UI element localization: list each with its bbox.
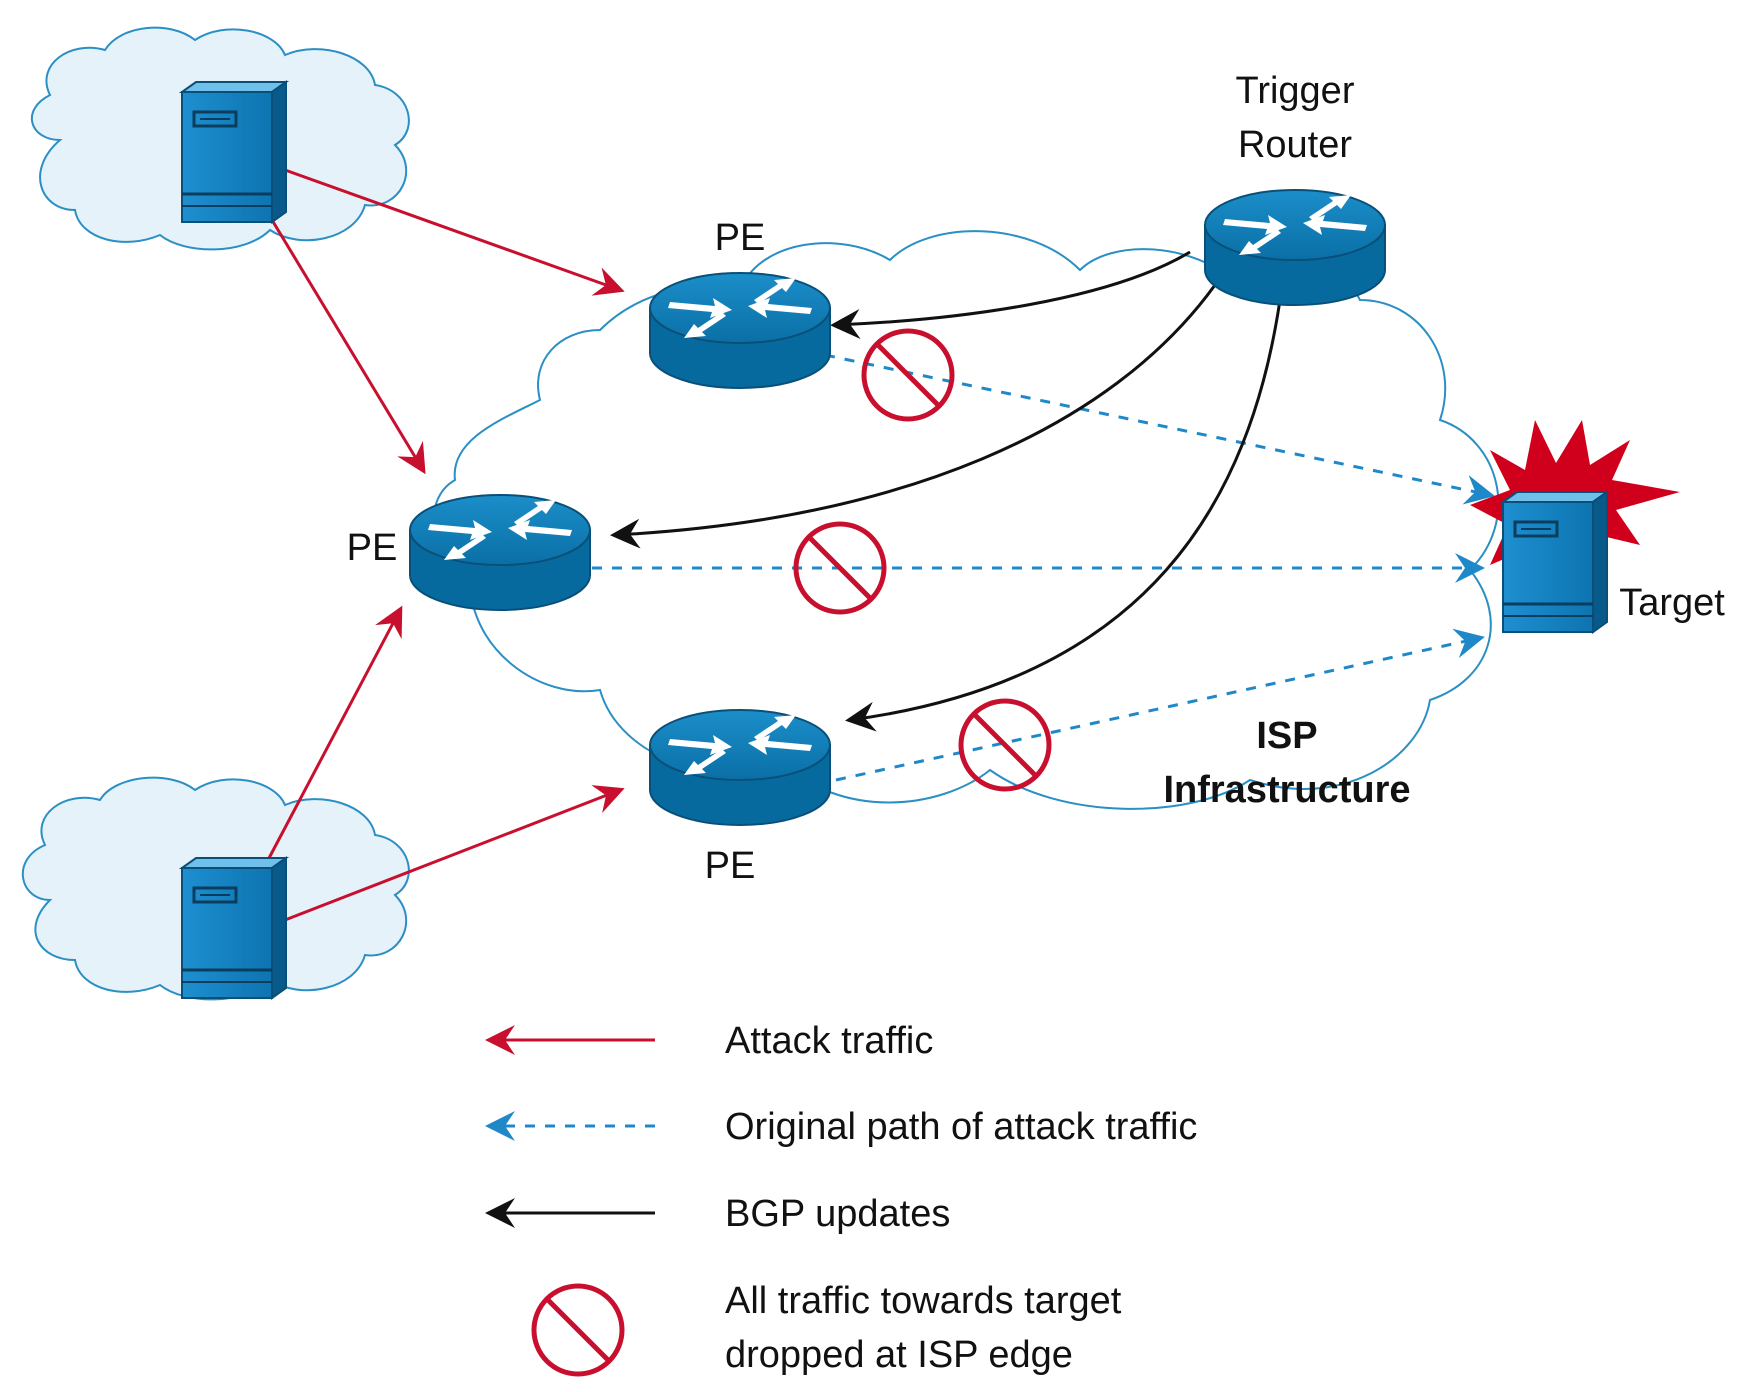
- pe-bottom-label: PE: [705, 845, 756, 887]
- trigger-router-label-line1: Trigger: [1236, 70, 1355, 112]
- legend-attack-label: Attack traffic: [725, 1020, 933, 1062]
- router-icon: [409, 494, 591, 611]
- bgp-update-arrows: [610, 250, 1282, 732]
- isp-label-line2: Infrastructure: [1163, 769, 1410, 811]
- target-label: Target: [1619, 582, 1725, 624]
- router-icon: [1204, 189, 1386, 306]
- trigger-router-label-line2: Router: [1238, 124, 1352, 166]
- legend-bgp-label: BGP updates: [725, 1193, 950, 1235]
- attack-arrow-top-to-pe-top: [284, 168, 625, 296]
- bgp-arrow-to-pe-bottom: [845, 299, 1282, 732]
- isp-label-line1: ISP: [1256, 715, 1317, 757]
- legend-drop-label-line2: dropped at ISP edge: [725, 1334, 1073, 1376]
- legend-drop-swatch: [534, 1286, 622, 1374]
- legend-original-path-label: Original path of attack traffic: [725, 1106, 1197, 1148]
- attack-traffic-arrows: [266, 168, 625, 922]
- router-icon: [649, 272, 831, 389]
- legend-drop-label-line1: All traffic towards target: [725, 1280, 1122, 1322]
- server-icon: [1501, 490, 1609, 634]
- attack-arrow-bottom-to-pe-bottom: [284, 785, 625, 922]
- pe-top-label: PE: [715, 217, 766, 259]
- bgp-arrow-to-pe-middle: [610, 284, 1217, 549]
- original-path-bottom: [835, 628, 1485, 782]
- legend: Attack traffic Original path of attack t…: [485, 1020, 1197, 1376]
- original-path-arrows: [592, 353, 1495, 782]
- original-path-top: [824, 353, 1495, 505]
- attack-arrow-bottom-to-pe-middle: [266, 605, 403, 861]
- server-icon: [180, 80, 288, 224]
- pe-middle-label: PE: [347, 527, 398, 569]
- server-icon: [180, 856, 288, 1000]
- bgp-arrow-to-pe-top: [830, 250, 1191, 339]
- attack-arrow-top-to-pe-middle: [270, 219, 426, 475]
- router-icon: [649, 709, 831, 826]
